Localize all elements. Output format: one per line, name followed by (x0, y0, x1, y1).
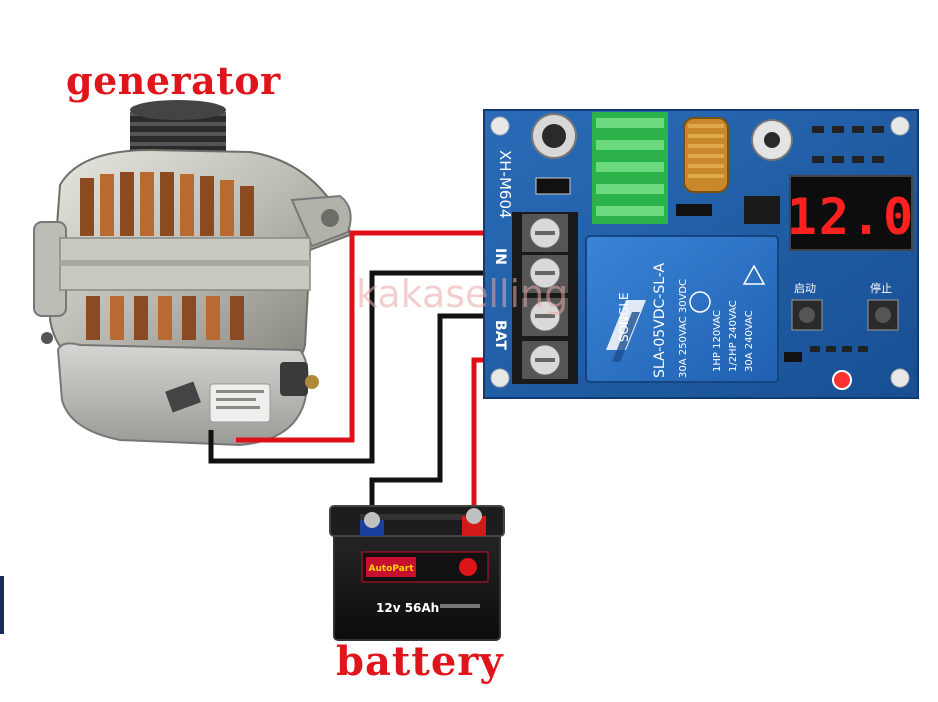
wire-red-generator-in (236, 230, 528, 443)
battery-positive-terminal (462, 508, 486, 536)
wire-black-generator-in (208, 270, 528, 464)
button-start-label: 启动 (794, 282, 816, 295)
status-led-icon (832, 370, 852, 390)
button-stop-label: 停止 (870, 281, 892, 295)
terminal-screw-4 (522, 341, 568, 379)
generator (33, 100, 352, 447)
battery-negative-terminal (360, 512, 384, 536)
battery-label: battery (336, 638, 504, 685)
wires (208, 230, 528, 522)
start-button[interactable] (791, 299, 823, 331)
watermark-text: kakaselling (356, 272, 569, 316)
heatsink (592, 112, 668, 224)
battery-spec-text: 12v 56Ah (376, 601, 439, 615)
board-model-text: XH-M604 (496, 150, 514, 219)
board-terminal-in-text: IN (492, 248, 508, 265)
control-board: XH-M604 IN BAT (483, 109, 919, 399)
voltage-display: 12.0 (787, 175, 915, 251)
terminal-screw-3 (522, 298, 568, 336)
terminal-screw-2 (522, 255, 568, 293)
display-value-text: 12.0 (787, 188, 915, 246)
generator-pulley (130, 100, 226, 158)
wire-black-battery-bat (369, 313, 528, 522)
relay: SONGLE SLA-05VDC-SL-A 30A 250VAC 30VDC 1… (585, 235, 779, 383)
relay-spec-4-text: 30A 240VAC (744, 310, 755, 372)
generator-label: generator (66, 58, 281, 103)
stop-button[interactable] (867, 299, 899, 331)
relay-spec-2-text: 1HP 120VAC (712, 310, 723, 372)
relay-model-text: SLA-05VDC-SL-A (652, 262, 668, 378)
battery: AutoPart 12v 56Ah (329, 505, 505, 641)
relay-spec-1-text: 30A 250VAC 30VDC (678, 279, 689, 378)
terminal-block (512, 212, 578, 384)
relay-spec-3-text: 1/2HP 240VAC (728, 300, 739, 372)
board-terminal-bat-text: BAT (492, 320, 508, 350)
generator-vents (80, 172, 254, 340)
relay-brand-text: SONGLE (617, 292, 631, 342)
terminal-screw-1 (522, 214, 568, 252)
battery-brand-text: AutoPart (368, 564, 414, 574)
